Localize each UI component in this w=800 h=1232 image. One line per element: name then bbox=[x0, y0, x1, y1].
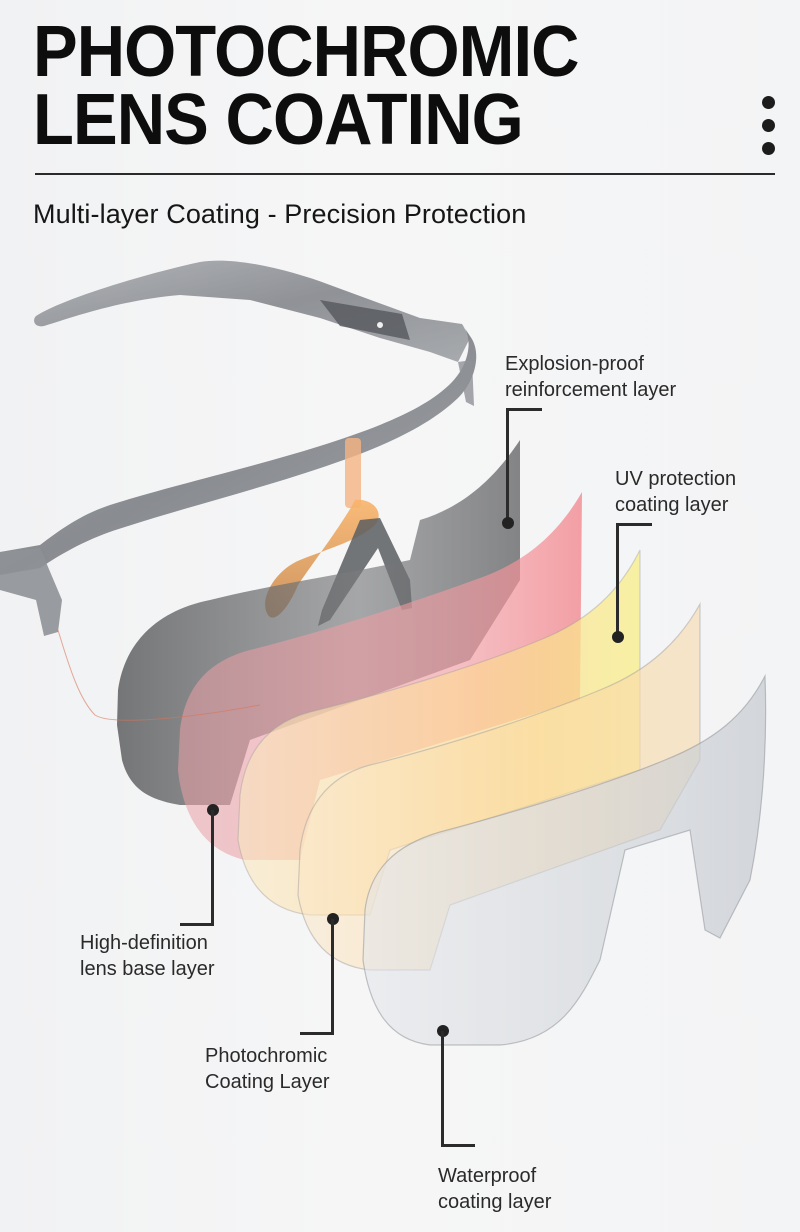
label-line-2: reinforcement layer bbox=[505, 379, 677, 401]
label-line-1: UV protection bbox=[615, 468, 737, 490]
callout-point bbox=[502, 517, 514, 529]
header-divider bbox=[35, 173, 775, 175]
callout-point bbox=[612, 631, 624, 643]
dot bbox=[762, 142, 775, 155]
dot bbox=[762, 119, 775, 132]
page-title: PHOTOCHROMIC LENS COATING bbox=[33, 12, 580, 160]
subtitle: Multi-layer Coating - Precision Protecti… bbox=[33, 199, 527, 229]
label-line-2: lens base layer bbox=[80, 958, 215, 980]
title-line-1: PHOTOCHROMIC bbox=[33, 12, 580, 92]
label-line-1: Explosion-proof bbox=[505, 353, 644, 375]
callout-leader bbox=[616, 523, 619, 637]
callout-leader bbox=[300, 1032, 334, 1035]
label-line-1: High-definition bbox=[80, 932, 208, 954]
callout-leader bbox=[211, 810, 214, 926]
callout-leader bbox=[180, 923, 214, 926]
callout-leader bbox=[441, 1031, 444, 1147]
callout-leader bbox=[331, 919, 334, 1035]
label-line-1: Photochromic bbox=[205, 1045, 328, 1067]
vertical-dots-icon bbox=[762, 96, 776, 165]
label-explosion-proof: Explosion-proof reinforcement layer bbox=[505, 351, 676, 403]
label-uv-protection: UV protection coating layer bbox=[615, 466, 736, 518]
callout-leader bbox=[506, 408, 542, 411]
label-waterproof: Waterproof coating layer bbox=[438, 1163, 551, 1215]
callout-leader bbox=[441, 1144, 475, 1147]
label-line-2: Coating Layer bbox=[205, 1071, 330, 1093]
label-line-1: Waterproof bbox=[438, 1165, 537, 1187]
layer-waterproof-lens bbox=[362, 673, 767, 1046]
label-photochromic: Photochromic Coating Layer bbox=[205, 1043, 330, 1095]
title-line-2: LENS COATING bbox=[33, 80, 524, 160]
callout-leader bbox=[616, 523, 652, 526]
callout-leader bbox=[506, 408, 509, 524]
label-line-2: coating layer bbox=[438, 1191, 552, 1213]
label-hd-base: High-definition lens base layer bbox=[80, 930, 215, 982]
dot bbox=[762, 96, 775, 109]
label-line-2: coating layer bbox=[615, 494, 729, 516]
